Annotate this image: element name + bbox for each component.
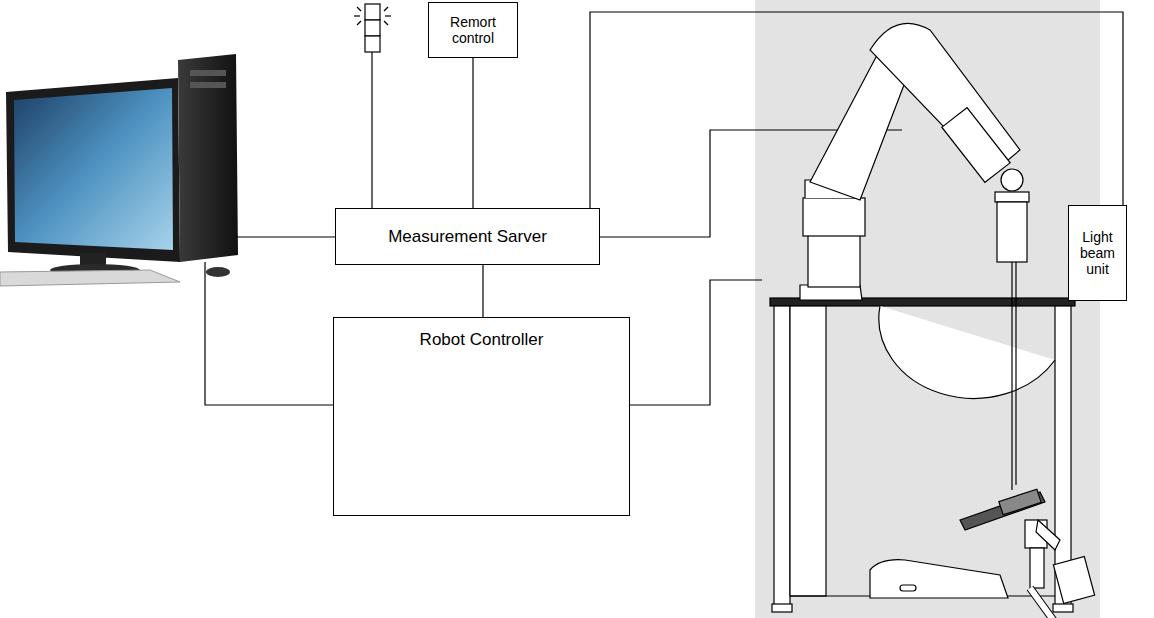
computer [0, 54, 238, 286]
robot-controller-box: Robot Controller [333, 317, 630, 516]
drawing-part [772, 604, 792, 612]
monitor-bezel [6, 78, 180, 262]
drawing-part [997, 202, 1027, 262]
drawing-part [371, 52, 372, 208]
monitor-screen [14, 88, 173, 250]
drawing-part [365, 36, 380, 52]
node-label: Remort control [429, 14, 517, 46]
robot-table [770, 298, 1075, 612]
drive-bay [190, 70, 226, 76]
drawing-part [1053, 604, 1073, 612]
measurement-server-box: Measurement Sarver [335, 208, 600, 265]
connector [590, 12, 1123, 208]
drawing-part [357, 7, 361, 11]
node-label: Light beam unit [1069, 229, 1126, 277]
drawing-part [357, 21, 361, 25]
robot-background [755, 0, 1100, 618]
drawing-part [774, 306, 790, 606]
drawing-part [870, 560, 1008, 598]
drawing-part [900, 585, 916, 591]
drawing-part [803, 198, 865, 236]
drawing-part [808, 235, 860, 287]
drawing-part [1036, 520, 1060, 550]
drawing-part [384, 21, 388, 25]
drawing-part [205, 262, 333, 405]
keyboard [0, 270, 180, 286]
drawing-part [236, 236, 335, 237]
node-label: Robot Controller [417, 330, 547, 350]
signal-tower [354, 4, 391, 52]
drawing-part [354, 15, 360, 16]
drawing-part [1001, 169, 1023, 191]
drawing-part [1011, 262, 1012, 490]
connector [472, 58, 473, 208]
pc-tower [178, 54, 238, 262]
drawing-part [879, 306, 1055, 398]
robot-arm [800, 23, 1029, 490]
drawing-part [384, 7, 388, 11]
drive-bay [190, 82, 226, 88]
drawing-part [1015, 262, 1016, 485]
drawing-part [385, 15, 391, 16]
drawing-part [1053, 557, 1094, 604]
drawing-part [942, 108, 1010, 183]
drawing-part [365, 4, 380, 20]
drawing-part [630, 280, 762, 405]
drawing-part [995, 192, 1029, 202]
drawing-part [790, 306, 826, 596]
mouse [206, 267, 230, 277]
light-beam-unit-box: Light beam unit [1068, 205, 1127, 301]
connector [482, 265, 483, 317]
node-label: Measurement Sarver [385, 227, 550, 247]
drawing-part [365, 20, 380, 36]
drawing-part [1030, 548, 1044, 588]
probe-fixture [960, 489, 1095, 618]
remote-control-box: Remort control [428, 2, 518, 58]
drawing-part [999, 489, 1041, 515]
